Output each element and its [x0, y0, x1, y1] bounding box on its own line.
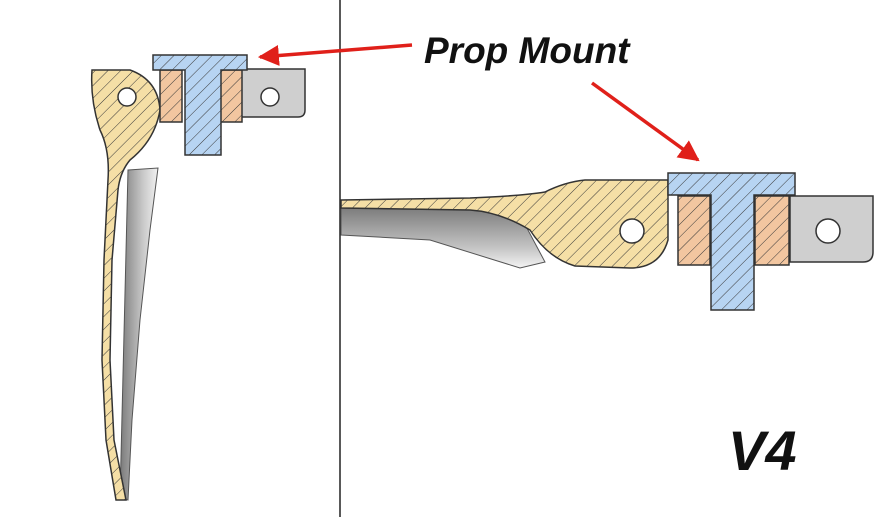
side-view-horizontal — [340, 172, 874, 311]
plate-hole — [260, 87, 280, 107]
callout-arrow-right — [590, 81, 700, 162]
bushing-right — [219, 69, 243, 123]
blade-shaded-surface — [119, 167, 159, 501]
bushing-right — [754, 195, 790, 266]
prop-mount-part — [667, 172, 796, 311]
bushing-left — [677, 195, 711, 266]
blade-hole — [619, 218, 645, 244]
callout-label: Prop Mount — [424, 30, 630, 71]
blade-hole — [117, 87, 137, 107]
plate-hole — [815, 218, 841, 244]
version-label: V4 — [728, 419, 797, 482]
prop-mount-part — [152, 54, 248, 156]
blade-section — [340, 179, 669, 269]
bushing-left — [159, 69, 183, 123]
callout-arrow-left — [257, 43, 413, 66]
side-view-vertical — [90, 54, 306, 501]
